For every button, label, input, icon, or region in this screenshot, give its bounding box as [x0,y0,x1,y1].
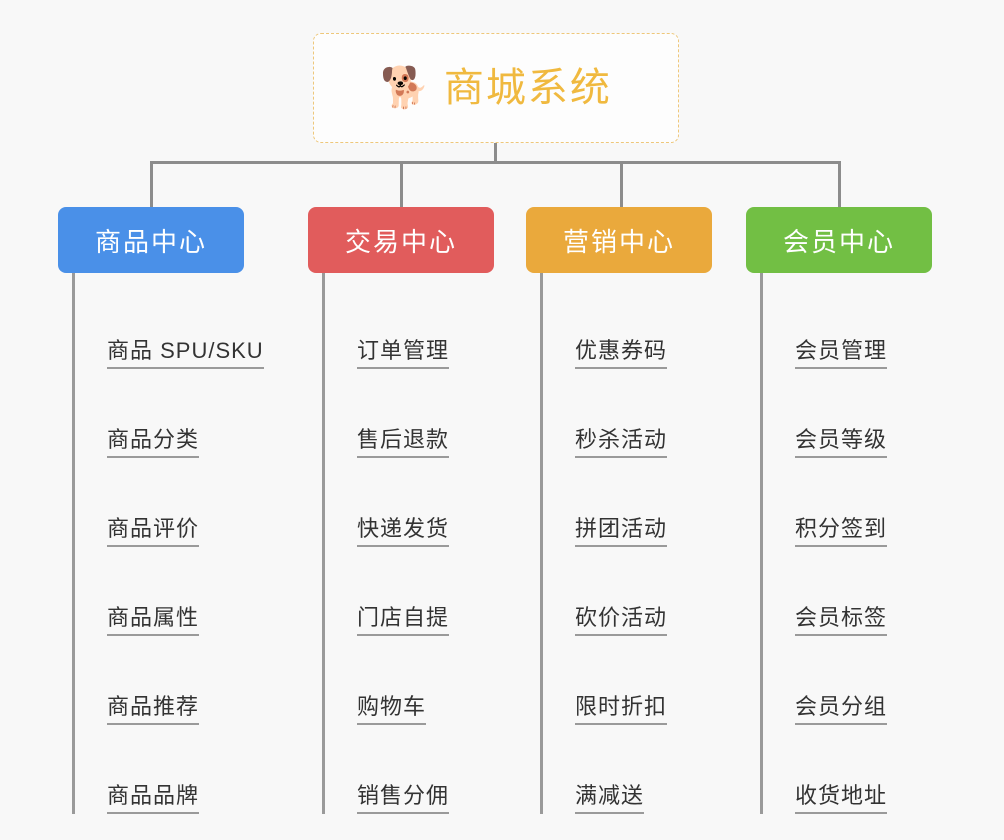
branch-title-trade-center: 交易中心 [344,226,457,257]
leaf-label: 售后退款 [357,427,450,458]
branch-header-trade-center[interactable]: 交易中心 [308,207,494,273]
list-item[interactable]: 快递发货 [325,458,494,547]
leaf-label: 商品品牌 [107,783,200,814]
leaf-label: 拼团活动 [575,516,668,547]
leaf-label: 满减送 [575,783,645,814]
leaf-label: 会员标签 [795,605,888,636]
leaf-label: 限时折扣 [575,694,668,725]
list-item[interactable]: 订单管理 [325,280,494,369]
list-item[interactable]: 秒杀活动 [543,369,712,458]
leaf-label: 商品 SPU/SKU [107,338,264,369]
connector-drop-trade-center [400,161,403,207]
leaf-label: 会员等级 [795,427,888,458]
branch-title-member-center: 会员中心 [782,226,895,257]
leaf-label: 购物车 [357,694,427,725]
branch-title-marketing-center: 营销中心 [562,226,675,257]
branch-member-center: 会员中心 会员管理 会员等级 积分签到 会员标签 会员分组 收货地址 [746,207,932,814]
list-item[interactable]: 商品分类 [75,369,244,458]
branch-product-center: 商品中心 商品 SPU/SKU 商品分类 商品评价 商品属性 商品推荐 商品品牌 [58,207,264,814]
leaf-label: 商品分类 [107,427,200,458]
leaf-label: 会员分组 [795,694,888,725]
list-item[interactable]: 商品评价 [75,458,244,547]
root-title: 商城系统 [443,66,612,110]
leaf-label: 积分签到 [795,516,888,547]
connector-drop-marketing-center [620,161,623,207]
leaf-label: 秒杀活动 [575,427,668,458]
leaf-label: 订单管理 [357,338,450,369]
leaf-stack-member-center: 会员管理 会员等级 积分签到 会员标签 会员分组 收货地址 [760,273,932,814]
list-item[interactable]: 商品 SPU/SKU [75,280,264,369]
branch-trade-center: 交易中心 订单管理 售后退款 快递发货 门店自提 购物车 销售分佣 [308,207,494,814]
connector-horizontal-bus [150,161,841,164]
list-item[interactable]: 限时折扣 [543,636,712,725]
list-item[interactable]: 优惠券码 [543,280,712,369]
leaf-stack-product-center: 商品 SPU/SKU 商品分类 商品评价 商品属性 商品推荐 商品品牌 [72,273,264,814]
leaf-stack-marketing-center: 优惠券码 秒杀活动 拼团活动 砍价活动 限时折扣 满减送 [540,273,712,814]
branch-title-product-center: 商品中心 [94,226,207,257]
list-item[interactable]: 会员分组 [763,636,932,725]
list-item[interactable]: 销售分佣 [325,725,494,814]
list-item[interactable]: 拼团活动 [543,458,712,547]
leaf-label: 会员管理 [795,338,888,369]
list-item[interactable]: 门店自提 [325,547,494,636]
leaf-stack-trade-center: 订单管理 售后退款 快递发货 门店自提 购物车 销售分佣 [322,273,494,814]
branch-marketing-center: 营销中心 优惠券码 秒杀活动 拼团活动 砍价活动 限时折扣 满减送 [526,207,712,814]
connector-drop-product-center [150,161,153,207]
root-node[interactable]: 🐕 商城系统 [313,33,679,143]
list-item[interactable]: 满减送 [543,725,712,814]
branch-header-member-center[interactable]: 会员中心 [746,207,932,273]
leaf-label: 商品属性 [107,605,200,636]
leaf-label: 快递发货 [357,516,450,547]
list-item[interactable]: 商品推荐 [75,636,244,725]
list-item[interactable]: 会员管理 [763,280,932,369]
list-item[interactable]: 售后退款 [325,369,494,458]
leaf-label: 商品推荐 [107,694,200,725]
leaf-label: 销售分佣 [357,783,450,814]
list-item[interactable]: 砍价活动 [543,547,712,636]
list-item[interactable]: 会员等级 [763,369,932,458]
leaf-label: 商品评价 [107,516,200,547]
list-item[interactable]: 商品属性 [75,547,244,636]
list-item[interactable]: 会员标签 [763,547,932,636]
connector-drop-member-center [838,161,841,207]
list-item[interactable]: 商品品牌 [75,725,244,814]
list-item[interactable]: 购物车 [325,636,494,725]
list-item[interactable]: 收货地址 [763,725,932,814]
leaf-label: 门店自提 [357,605,450,636]
leaf-label: 砍价活动 [575,605,668,636]
leaf-label: 收货地址 [795,783,888,814]
connector-root-trunk [494,143,497,163]
shiba-dog-face-icon: 🐕 [380,66,430,110]
leaf-label: 优惠券码 [575,338,668,369]
branch-header-marketing-center[interactable]: 营销中心 [526,207,712,273]
branch-header-product-center[interactable]: 商品中心 [58,207,244,273]
list-item[interactable]: 积分签到 [763,458,932,547]
